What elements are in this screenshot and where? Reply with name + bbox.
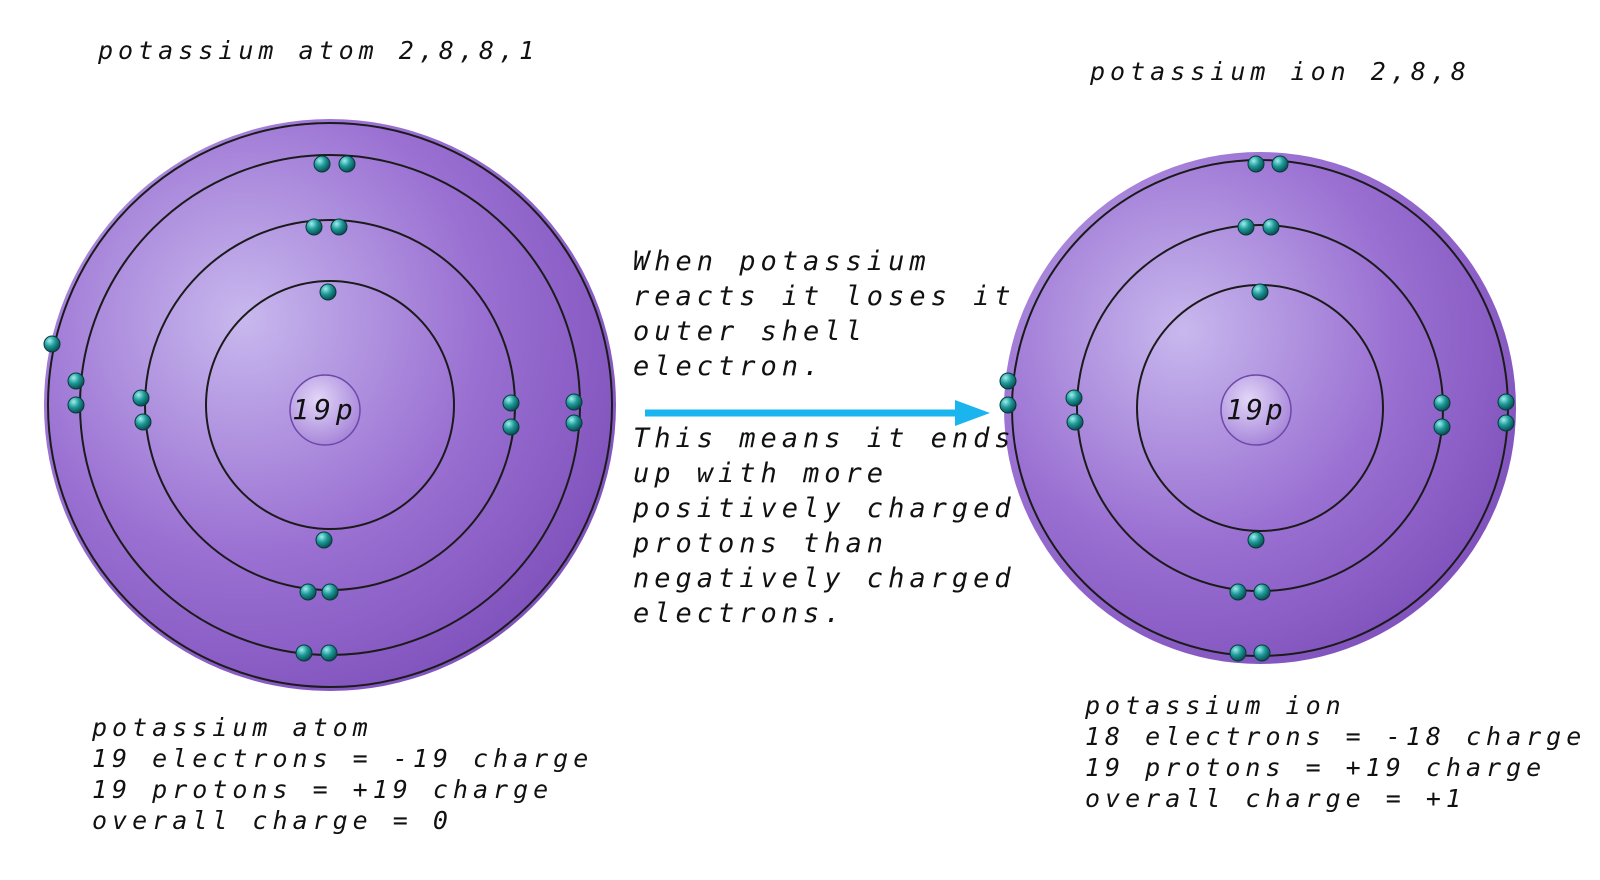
electron [319, 283, 337, 301]
electron [295, 644, 313, 662]
atom-shell-4 [47, 122, 613, 688]
electron [305, 218, 323, 236]
ion-info-line: potassium ion [1085, 691, 1346, 720]
electron [999, 372, 1017, 390]
electron [999, 396, 1017, 414]
electron [1229, 583, 1247, 601]
electron [67, 372, 85, 390]
electron [1271, 155, 1289, 173]
explanation-line: protons than [633, 528, 889, 559]
electron [1253, 583, 1271, 601]
explanation-line: electrons. [633, 598, 846, 629]
electron [1497, 414, 1515, 432]
transition-arrow [645, 400, 990, 426]
explanation-line: negatively charged [633, 563, 1016, 594]
electron [1251, 283, 1269, 301]
ion-electrons [999, 155, 1515, 662]
explanation-line: up with more [633, 458, 889, 489]
electron [1253, 644, 1271, 662]
electron [321, 583, 339, 601]
electron [330, 218, 348, 236]
electron [1497, 393, 1515, 411]
explanation-line: outer shell [633, 316, 867, 347]
ion-info-line: 18 electrons = -18 charge [1085, 722, 1587, 751]
electron [1247, 155, 1265, 173]
electron [502, 394, 520, 412]
electron [565, 393, 583, 411]
ion-nucleus-label: 19p [1226, 393, 1286, 426]
electron [43, 335, 61, 353]
atom-info: potassium atom 19 electrons = -19 charge… [92, 712, 593, 836]
ion-nucleus [1220, 374, 1292, 446]
explanation-line: This means it ends [633, 423, 1016, 454]
electron [1065, 389, 1083, 407]
electron [320, 644, 338, 662]
explanation-line: positively charged [633, 493, 1016, 524]
explanation-line: When potassium [633, 246, 931, 277]
explanation-upper: When potassium reacts it loses it outer … [633, 244, 1016, 384]
ion-info: potassium ion 18 electrons = -18 charge … [1085, 690, 1586, 814]
atom-info-line: 19 protons = +19 charge [92, 775, 554, 804]
atom-nucleus [289, 374, 361, 446]
ion-info-line: 19 protons = +19 charge [1085, 753, 1547, 782]
electron [1237, 218, 1255, 236]
electron [338, 155, 356, 173]
atom-electrons [43, 155, 583, 662]
electron [1066, 413, 1084, 431]
atom-shell-1 [205, 280, 455, 530]
potassium-ion-diagram: 19p [999, 152, 1516, 664]
electron [1247, 531, 1265, 549]
electron [1433, 394, 1451, 412]
electron [502, 418, 520, 436]
electron [1433, 418, 1451, 436]
ion-info-line: overall charge = +1 [1085, 784, 1466, 813]
atom-info-line: 19 electrons = -19 charge [92, 744, 594, 773]
electron [565, 414, 583, 432]
electron [1229, 644, 1247, 662]
potassium-atom-diagram: 19p [43, 119, 616, 691]
arrow-head [955, 400, 990, 426]
ion-title: potassium ion 2,8,8 [1090, 57, 1471, 86]
atom-info-line: overall charge = 0 [92, 806, 453, 835]
electron [1262, 218, 1280, 236]
electron [313, 155, 331, 173]
electron [132, 389, 150, 407]
electron [299, 583, 317, 601]
atom-title: potassium atom 2,8,8,1 [98, 36, 540, 65]
atom-info-line: potassium atom [92, 713, 373, 742]
atom-nucleus-label: 19p [292, 393, 358, 426]
explanation-line: electron. [633, 351, 825, 382]
electron [315, 531, 333, 549]
explanation-lower: This means it ends up with more positive… [633, 421, 1016, 631]
explanation-line: reacts it loses it [633, 281, 1016, 312]
electron [134, 413, 152, 431]
electron [67, 396, 85, 414]
